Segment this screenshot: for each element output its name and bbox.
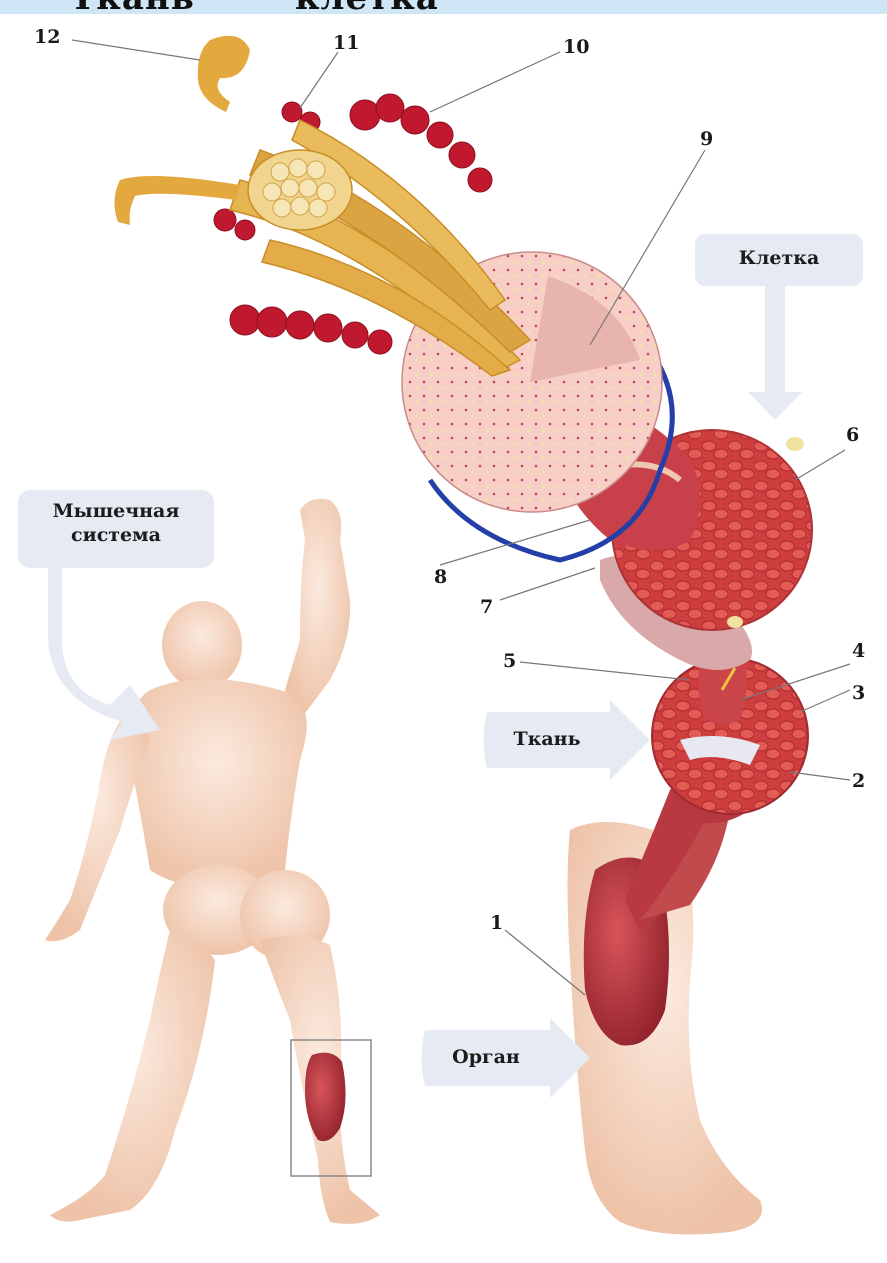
callout-tissue: Ткань [487,728,607,752]
callout-organ: Орган [425,1046,547,1070]
label-12: 12 [34,28,60,47]
label-3: 3 [852,684,865,703]
label-10: 10 [563,38,589,57]
label-7: 7 [480,598,493,617]
label-8: 8 [434,568,447,587]
label-9: 9 [700,130,713,149]
label-5: 5 [503,652,516,671]
body-figure [45,499,380,1224]
label-11: 11 [333,34,359,53]
label-6: 6 [846,426,859,445]
tissue-section [652,655,808,823]
label-4: 4 [852,642,865,661]
callout-system: Мышечная система [18,500,214,548]
leg-organ [568,772,763,1234]
myofibril-bundle [114,36,530,376]
label-1: 1 [490,914,503,933]
label-2: 2 [852,772,865,791]
callout-cell: Клетка [695,247,863,271]
